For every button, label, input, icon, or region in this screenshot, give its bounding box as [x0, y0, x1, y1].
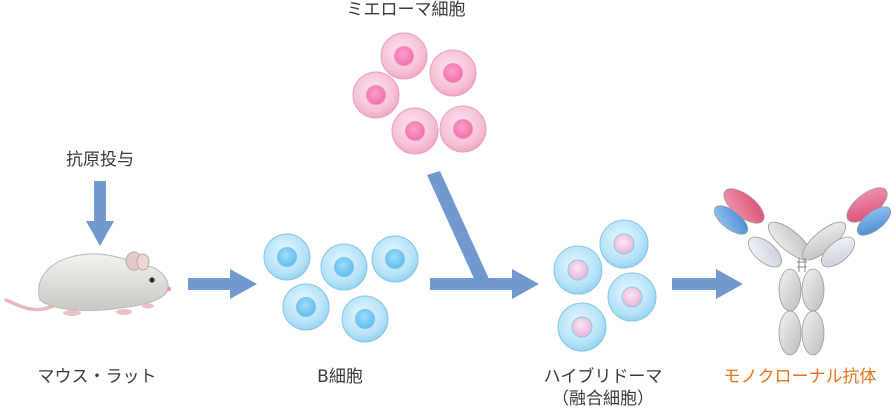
- bcell-label: B細胞: [317, 367, 363, 387]
- b-cell: [282, 283, 330, 331]
- hybridoma-cell-cluster: [553, 219, 657, 352]
- myeloma-cell: [391, 107, 439, 155]
- b-cell: [263, 233, 311, 281]
- myeloma-merge-arrow: [427, 171, 489, 283]
- myeloma-label: ミエローマ細胞: [346, 0, 466, 20]
- arrows: [86, 171, 743, 299]
- mouse-to-bcell-arrow: [188, 269, 257, 299]
- hybridoma-cell: [553, 245, 603, 295]
- myeloma-cell: [352, 71, 400, 119]
- hybridoma-sub-label: （融合細胞）: [552, 389, 654, 409]
- b-cell-cluster: [263, 233, 419, 343]
- bcell-to-hybridoma-arrow: [430, 269, 539, 299]
- hybridoma-label: ハイブリドーマ: [543, 367, 663, 387]
- myeloma-cell-cluster: [352, 32, 487, 155]
- antigen-arrow: [86, 181, 114, 246]
- hybridoma-cell: [607, 272, 657, 322]
- hybridoma-to-antibody-arrow: [672, 269, 743, 299]
- antigen-label: 抗原投与: [66, 150, 134, 170]
- antibody-label: モノクローナル抗体: [723, 367, 877, 387]
- mouse-illustration: [4, 251, 172, 316]
- myeloma-cell: [429, 49, 477, 97]
- hybridoma-cell: [557, 302, 607, 352]
- b-cell: [320, 243, 368, 291]
- b-cell: [371, 235, 419, 283]
- mouse-label: マウス・ラット: [37, 367, 157, 387]
- antibody-icon: [713, 187, 892, 356]
- myeloma-cell: [380, 32, 428, 80]
- hybridoma-cell: [599, 219, 649, 269]
- myeloma-cell: [439, 105, 487, 153]
- b-cell: [341, 295, 389, 343]
